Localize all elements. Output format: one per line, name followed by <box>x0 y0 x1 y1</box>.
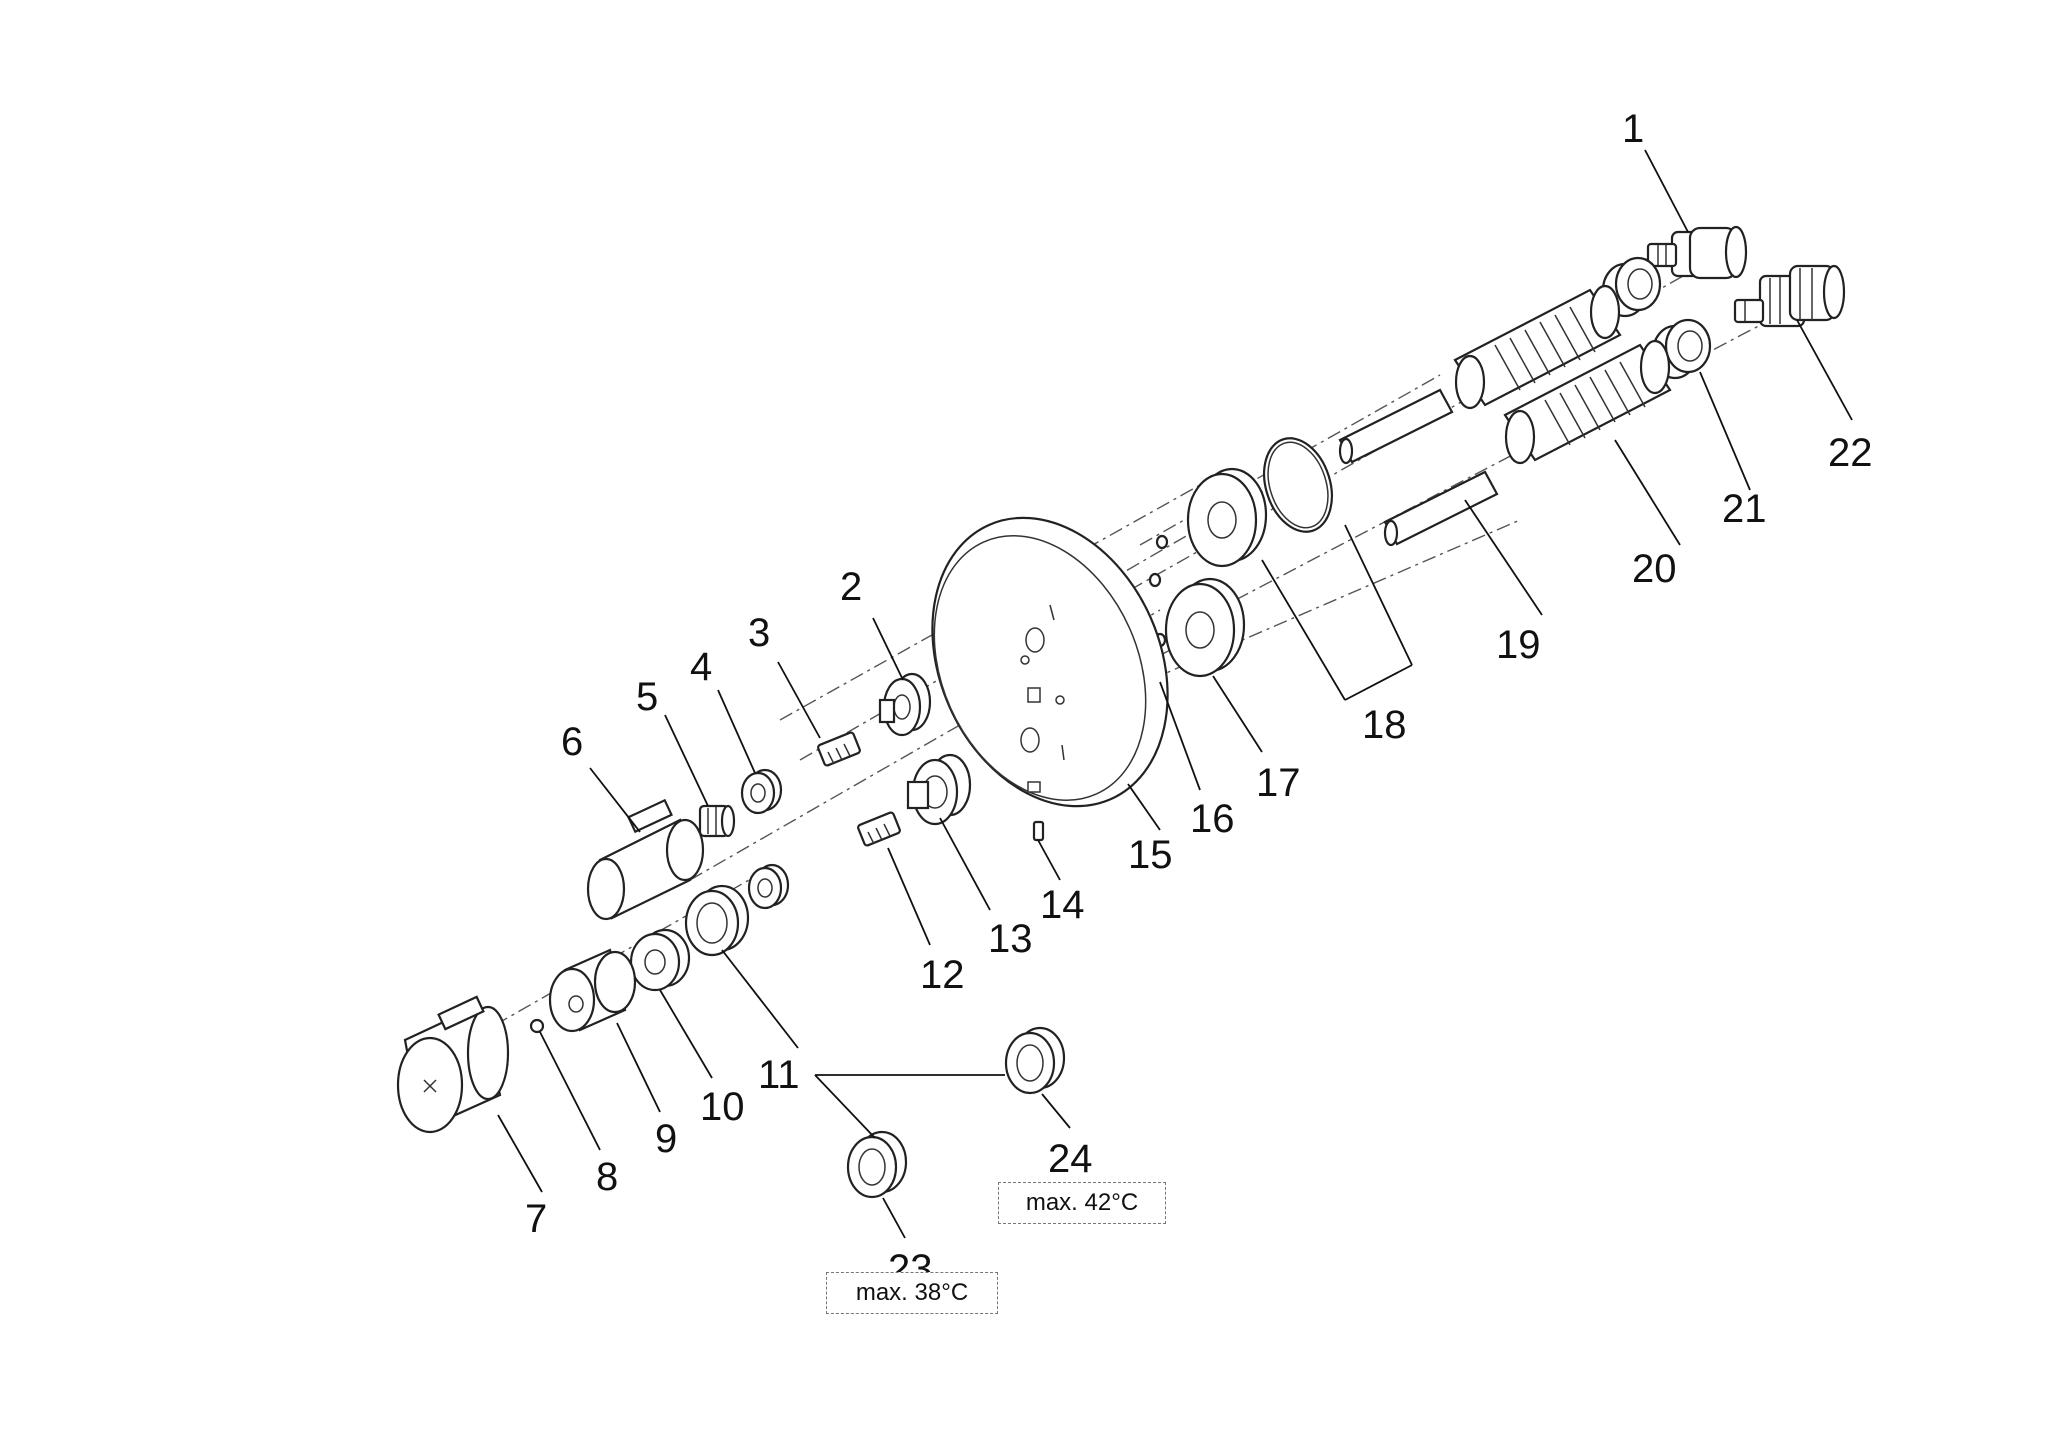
label-1: 1 <box>1622 107 1644 151</box>
part-2-adapter <box>878 672 932 737</box>
label-14: 14 <box>1040 883 1085 927</box>
note-part-24: max. 42°C <box>998 1182 1166 1224</box>
label-18: 18 <box>1362 703 1407 747</box>
part-10-knurled-ring <box>629 928 691 992</box>
label-22: 22 <box>1828 431 1873 475</box>
part-pipe-upper <box>1338 388 1454 465</box>
part-number-labels: 1 2 3 4 5 6 7 8 9 10 11 12 13 14 15 16 1… <box>525 107 1873 1291</box>
part-24-ring <box>1004 1026 1066 1095</box>
part-rosette-upper <box>1186 467 1268 568</box>
label-21: 21 <box>1722 487 1767 531</box>
part-nut-upper <box>1601 256 1662 318</box>
label-4: 4 <box>690 645 712 689</box>
part-20-ribbed-sleeve <box>1503 339 1672 465</box>
label-19: 19 <box>1496 623 1541 667</box>
part-15-cover-plate <box>931 516 1169 808</box>
label-3: 3 <box>748 611 770 655</box>
leader-lines <box>497 149 1853 1239</box>
label-2: 2 <box>840 565 862 609</box>
label-16: 16 <box>1190 797 1235 841</box>
label-6: 6 <box>561 720 583 764</box>
label-24: 24 <box>1048 1137 1093 1181</box>
part-14-set-screw <box>1032 820 1045 842</box>
label-12: 12 <box>920 953 965 997</box>
part-4-nut <box>740 768 783 815</box>
part-ribbed-sleeve-upper <box>1453 284 1622 410</box>
part-12-spindle <box>857 811 901 847</box>
part-23-ring <box>846 1130 908 1199</box>
label-17: 17 <box>1256 761 1301 805</box>
part-7-thermostat-handle <box>396 995 510 1134</box>
label-7: 7 <box>525 1197 547 1241</box>
note-part-23: max. 38°C <box>826 1272 998 1314</box>
label-5: 5 <box>636 675 658 719</box>
part-o-ring <box>1263 437 1333 533</box>
part-6-handle <box>586 798 705 921</box>
part-17-rosette <box>1164 577 1246 678</box>
part-19-pipe <box>1383 470 1499 547</box>
part-1-cartridge <box>1646 225 1748 280</box>
part-13-adapter <box>906 753 972 826</box>
label-8: 8 <box>596 1155 618 1199</box>
part-11-ring <box>684 884 750 957</box>
label-9: 9 <box>655 1117 677 1161</box>
label-10: 10 <box>700 1085 745 1129</box>
label-15: 15 <box>1128 833 1173 877</box>
label-20: 20 <box>1632 547 1677 591</box>
part-3-spindle <box>817 731 861 767</box>
part-8-screw <box>529 1018 545 1034</box>
label-11: 11 <box>758 1053 800 1097</box>
part-nut-lower <box>747 863 790 910</box>
part-5-spline-adapter <box>698 804 736 838</box>
label-13: 13 <box>988 917 1033 961</box>
part-9-scale-body <box>548 948 637 1033</box>
part-22-thermostat-cartridge <box>1733 264 1846 328</box>
